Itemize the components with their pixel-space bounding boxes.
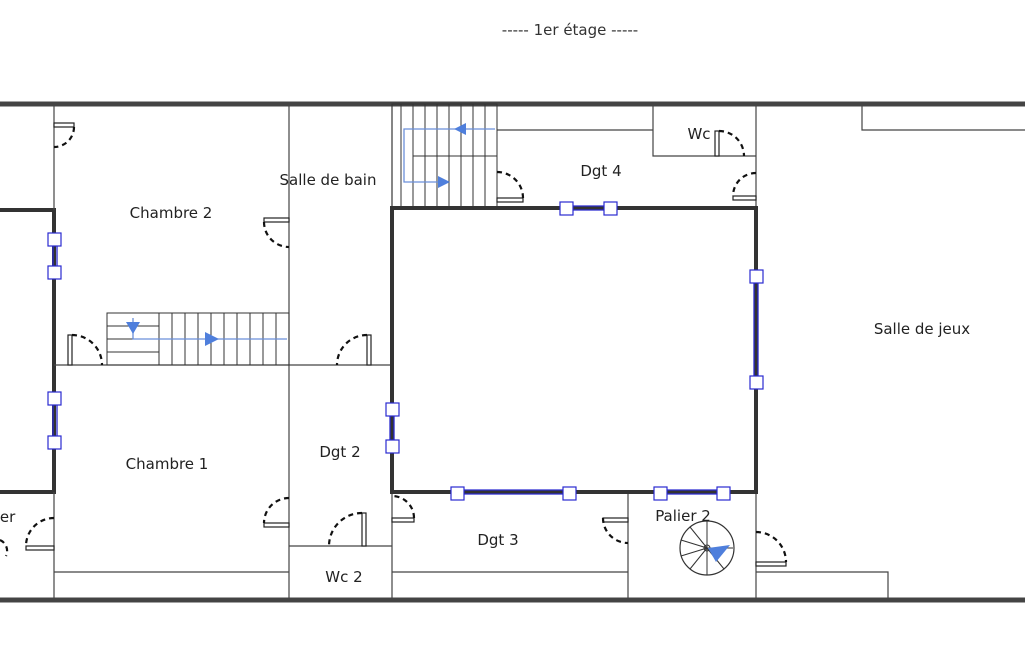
room-label-chambre-1: Chambre 1 <box>126 455 209 473</box>
room-label-dgt-2: Dgt 2 <box>319 443 360 461</box>
room-label-wc: Wc <box>687 125 710 143</box>
room-label-dgt-4: Dgt 4 <box>580 162 621 180</box>
room-label-chambre-2: Chambre 2 <box>130 204 213 222</box>
outer-walls <box>0 101 1025 603</box>
stairs-upper <box>391 103 498 209</box>
room-labels: Chambre 2 Chambre 1 Salle de bain Dgt 2 … <box>0 125 970 586</box>
room-label-salle-de-bain: Salle de bain <box>280 171 377 189</box>
windows <box>47 201 764 501</box>
room-label-wc-2: Wc 2 <box>325 568 362 586</box>
stair-arrow-icon <box>126 322 140 334</box>
room-label-dgt-3: Dgt 3 <box>477 531 518 549</box>
stair-arrow-icon <box>708 545 730 562</box>
stair-arrow-icon <box>454 123 466 135</box>
floor-title: ----- 1er étage ----- <box>502 21 638 39</box>
spiral-stair <box>679 520 735 576</box>
stairs-middle <box>106 312 290 366</box>
room-label-salle-de-jeux: Salle de jeux <box>874 320 970 338</box>
stair-arrow-icon <box>205 332 219 346</box>
doors <box>0 122 788 567</box>
stair-arrow-icon <box>438 176 450 188</box>
room-label-palier: Palier <box>0 508 16 526</box>
room-label-palier-2: Palier 2 <box>655 507 711 525</box>
